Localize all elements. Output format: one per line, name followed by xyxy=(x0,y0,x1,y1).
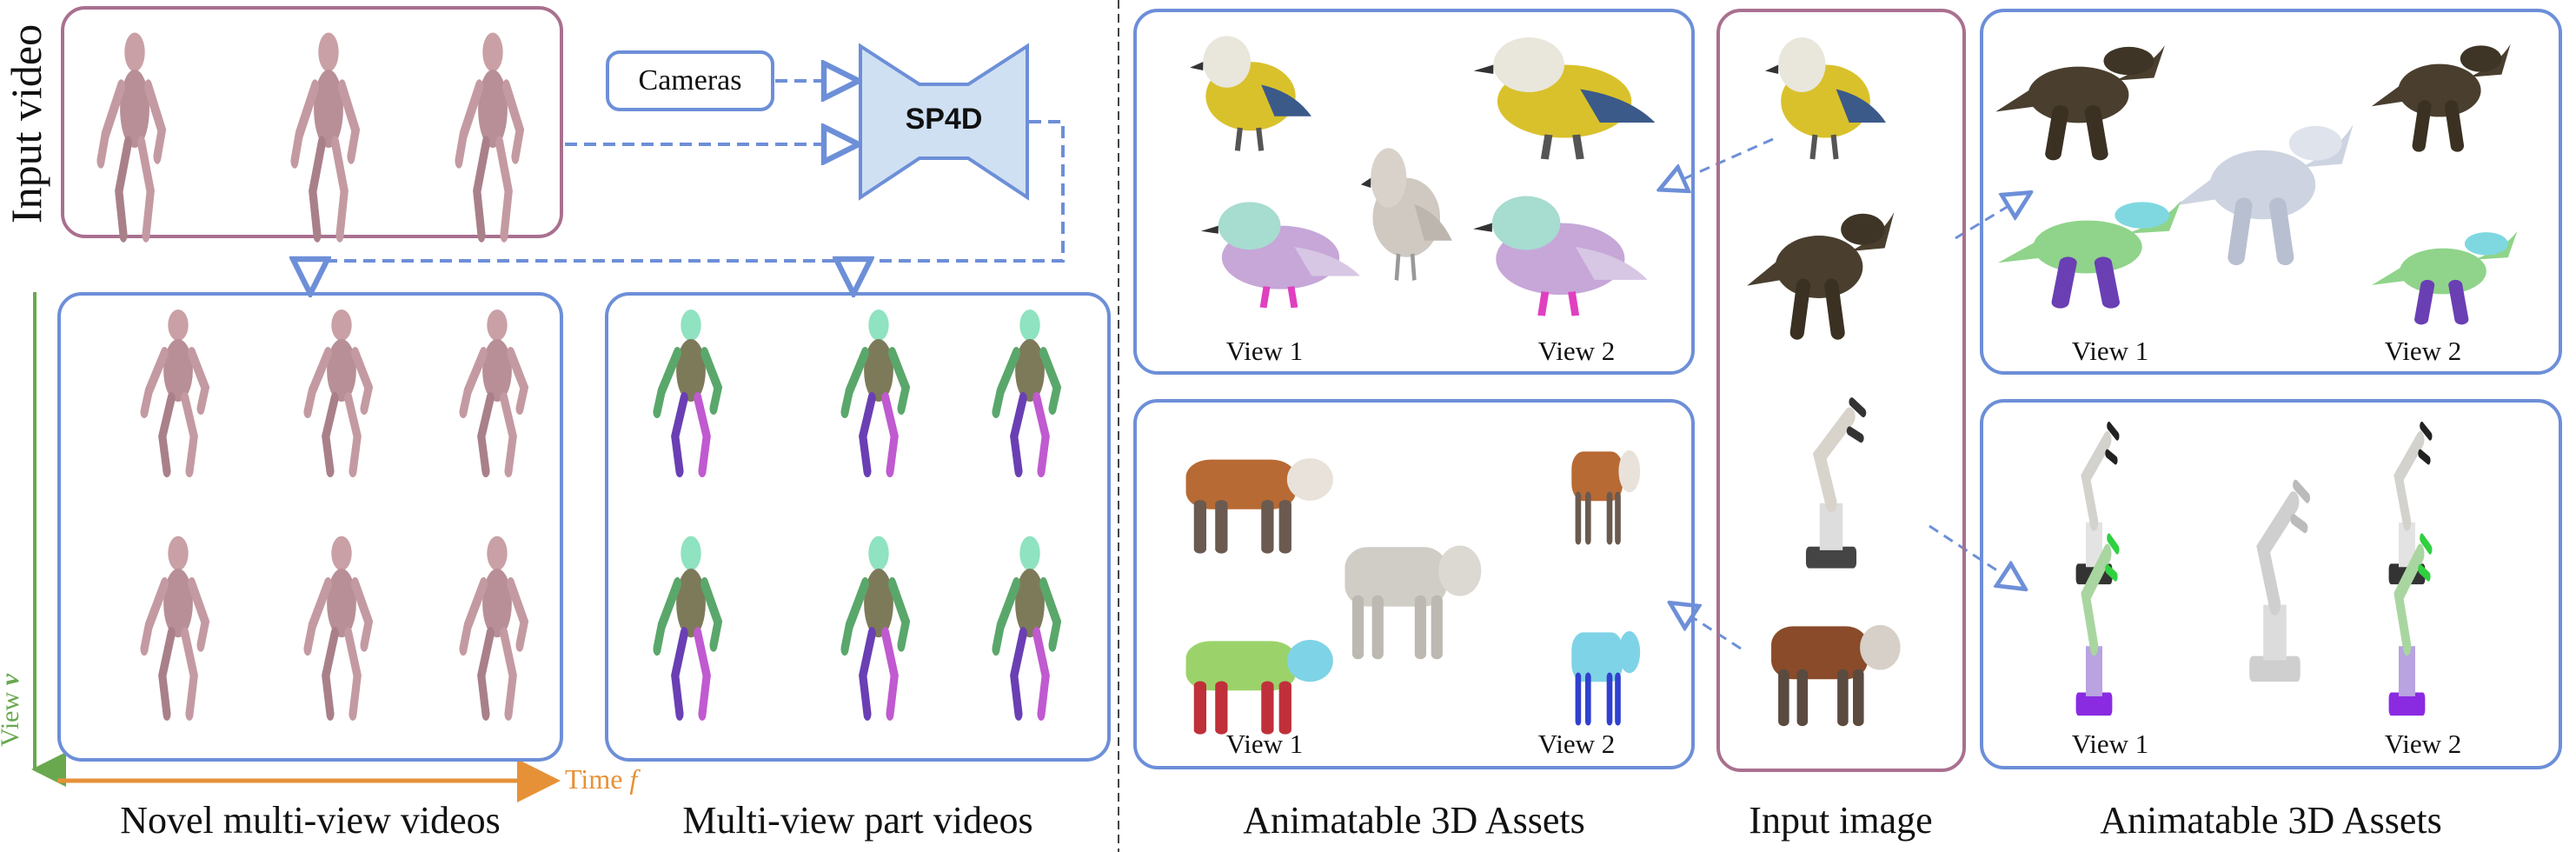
model-shape xyxy=(859,43,1029,201)
cow-assets-box xyxy=(1133,399,1695,769)
view-axis-label: View v xyxy=(0,667,25,754)
input-cow-image xyxy=(1749,600,1905,732)
part-view-1-2-image xyxy=(822,304,935,478)
dino-view-1-label: View 1 xyxy=(2071,336,2149,366)
input-bird-image xyxy=(1757,13,1889,165)
dino-view-2-label: View 2 xyxy=(2384,336,2462,366)
caption-input-image: Input image xyxy=(1749,799,1933,842)
input-frame-3-image xyxy=(436,26,549,243)
input-dino-image xyxy=(1741,189,1897,345)
part-videos-box xyxy=(605,292,1111,762)
cameras-box: Cameras xyxy=(606,50,774,111)
robot-mesh-image xyxy=(2217,476,2333,690)
arrow-robot xyxy=(1929,524,2023,588)
robot-view-1-label: View 1 xyxy=(2071,729,2149,759)
input-frame-1-image xyxy=(78,26,191,243)
input-video-box xyxy=(61,6,563,238)
arrow-model-output xyxy=(310,120,1065,263)
cow-parts-view-1-image xyxy=(1161,616,1338,740)
robot-view-2-label: View 2 xyxy=(2384,729,2462,759)
caption-part-videos: Multi-view part videos xyxy=(682,799,1033,842)
cow-view-1-image xyxy=(1161,435,1338,559)
cow-view-2-image xyxy=(1560,427,1643,550)
robot-assets-box xyxy=(1980,399,2562,769)
view-axis-text: View xyxy=(0,691,24,748)
novel-view-2-1-image xyxy=(122,530,235,722)
cow-parts-view-2-image xyxy=(1560,608,1643,731)
time-axis-var: f xyxy=(629,763,638,795)
dino-mesh-image xyxy=(2168,98,2357,271)
cow-view-2-label: View 2 xyxy=(1537,729,1616,759)
caption-novel-views: Novel multi-view videos xyxy=(120,799,501,842)
input-frame-2-image xyxy=(272,26,385,243)
novel-view-1-2-image xyxy=(285,304,398,478)
bird-view-1-label: View 1 xyxy=(1225,336,1304,366)
cameras-label: Cameras xyxy=(638,64,742,97)
model-label: SP4D xyxy=(905,103,983,136)
novel-view-1-3-image xyxy=(441,304,554,478)
time-axis-text: Time xyxy=(565,763,623,795)
arrow-cow xyxy=(1672,604,1742,650)
dino-parts-view-1-image xyxy=(1990,181,2185,313)
novel-views-box xyxy=(57,292,563,762)
dino-parts-view-2-image xyxy=(2366,214,2520,329)
part-view-1-1-image xyxy=(634,304,747,478)
bird-view-1-image xyxy=(1182,13,1314,156)
part-view-2-2-image xyxy=(822,530,935,722)
input-robot-image xyxy=(1774,395,1889,576)
bird-parts-view-1-image xyxy=(1191,181,1364,313)
novel-view-2-3-image xyxy=(441,530,554,722)
bird-parts-view-2-image xyxy=(1462,172,1651,322)
robot-parts-view-1-image xyxy=(2053,530,2135,723)
input-image-box xyxy=(1716,9,1966,772)
part-view-2-1-image xyxy=(634,530,747,722)
novel-view-1-1-image xyxy=(122,304,235,478)
dino-assets-box xyxy=(1980,9,2562,375)
bird-view-2-label: View 2 xyxy=(1537,336,1616,366)
cow-mesh-image xyxy=(1322,517,1486,666)
novel-view-2-2-image xyxy=(285,530,398,722)
caption-assets-right: Animatable 3D Assets xyxy=(2100,799,2442,842)
arrow-dino xyxy=(1955,194,2028,240)
time-axis-label: Time f xyxy=(565,763,637,795)
caption-assets-left: Animatable 3D Assets xyxy=(1243,799,1585,842)
bird-assets-box xyxy=(1133,9,1695,375)
part-view-2-3-image xyxy=(973,530,1086,722)
input-video-label: Input video xyxy=(2,23,50,223)
robot-parts-view-2-image xyxy=(2366,530,2448,723)
bird-view-2-image xyxy=(1462,13,1659,165)
part-view-1-3-image xyxy=(973,304,1086,478)
dino-view-1-image xyxy=(1988,24,2168,165)
view-axis-var: v xyxy=(0,674,24,685)
bird-mesh-image xyxy=(1355,122,1454,287)
dino-view-2-image xyxy=(2366,24,2513,156)
